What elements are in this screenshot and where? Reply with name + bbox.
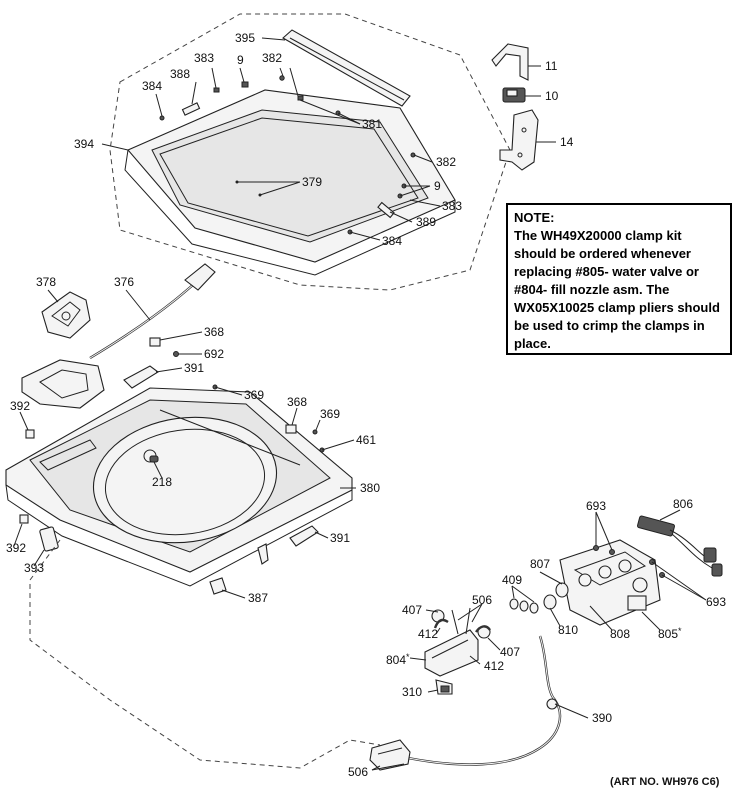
dispenser-hose (89, 263, 216, 360)
label-388: 388 (170, 67, 190, 81)
label-807: 807 (530, 557, 550, 571)
label-391-b: 391 (330, 531, 350, 545)
label-379: 379 (302, 175, 322, 189)
label-218: 218 (152, 475, 172, 489)
label-9-b: 9 (434, 179, 441, 193)
label-412-b: 412 (484, 659, 504, 673)
label-394: 394 (74, 137, 94, 151)
label-391: 391 (184, 361, 204, 375)
label-810: 810 (558, 623, 578, 637)
label-692: 692 (204, 347, 224, 361)
lid (124, 89, 456, 276)
label-382-b: 382 (436, 155, 456, 169)
label-369: 369 (244, 388, 264, 402)
label-14: 14 (560, 135, 574, 149)
label-395: 395 (235, 31, 255, 45)
valve-wiring-harness (637, 515, 723, 577)
label-376: 376 (114, 275, 134, 289)
lid-hardware (159, 75, 416, 235)
label-383-b: 383 (442, 199, 462, 213)
leader-lines (13, 37, 707, 771)
screws-693 (593, 545, 665, 578)
dispenser-base (21, 359, 105, 409)
label-383: 383 (194, 51, 214, 65)
art-number: (ART NO. WH976 C6) (610, 776, 720, 788)
lid-switch (502, 87, 526, 103)
label-11: 11 (545, 59, 558, 73)
label-392-b: 392 (6, 541, 26, 555)
water-valve (559, 539, 661, 626)
lid-trim (282, 29, 411, 107)
cabinet-top (5, 387, 353, 587)
clip-387 (209, 577, 227, 595)
label-409: 409 (502, 573, 522, 587)
label-310: 310 (402, 685, 422, 699)
label-806: 806 (673, 497, 693, 511)
lid-lock-cover (491, 43, 529, 81)
label-506: 506 (472, 593, 492, 607)
label-378: 378 (36, 275, 56, 289)
hinge-parts-left (19, 337, 325, 552)
label-380: 380 (360, 481, 380, 495)
fill-nozzle-assembly (424, 607, 491, 695)
note-box: NOTE: The WH49X20000 clamp kit should be… (506, 203, 732, 355)
label-368-b: 368 (287, 395, 307, 409)
lid-assembly-boundary (109, 13, 511, 291)
note-title: NOTE: (514, 210, 555, 225)
label-381: 381 (362, 117, 382, 131)
valve-washers (509, 582, 569, 614)
label-390: 390 (592, 711, 612, 725)
label-382: 382 (262, 51, 282, 65)
label-461: 461 (356, 433, 376, 447)
label-804: 804* (386, 652, 410, 667)
part-labels: 395 383 9 382 388 384 394 381 382 379 9 … (6, 31, 726, 779)
label-407: 407 (402, 603, 422, 617)
label-387: 387 (248, 591, 268, 605)
note-text: The WH49X20000 clamp kit should be order… (514, 228, 720, 351)
label-506-b: 506 (348, 765, 368, 779)
lid-lock-bracket (499, 109, 539, 171)
label-412: 412 (418, 627, 438, 641)
hinge-right (257, 525, 319, 565)
label-389: 389 (416, 215, 436, 229)
label-693: 693 (586, 499, 606, 513)
label-392: 392 (10, 399, 30, 413)
label-384: 384 (142, 79, 162, 93)
label-9: 9 (237, 53, 244, 67)
label-368: 368 (204, 325, 224, 339)
label-805: 805* (658, 626, 682, 641)
dispenser-cup (41, 291, 91, 339)
label-393: 393 (24, 561, 44, 575)
bottom-connector (369, 739, 411, 771)
inlet-hose (407, 635, 562, 766)
label-693-b: 693 (706, 595, 726, 609)
label-369-b: 369 (320, 407, 340, 421)
label-808: 808 (610, 627, 630, 641)
label-407-b: 407 (500, 645, 520, 659)
hose-routing-path (29, 539, 381, 769)
label-10: 10 (545, 89, 559, 103)
label-384-b: 384 (382, 234, 402, 248)
